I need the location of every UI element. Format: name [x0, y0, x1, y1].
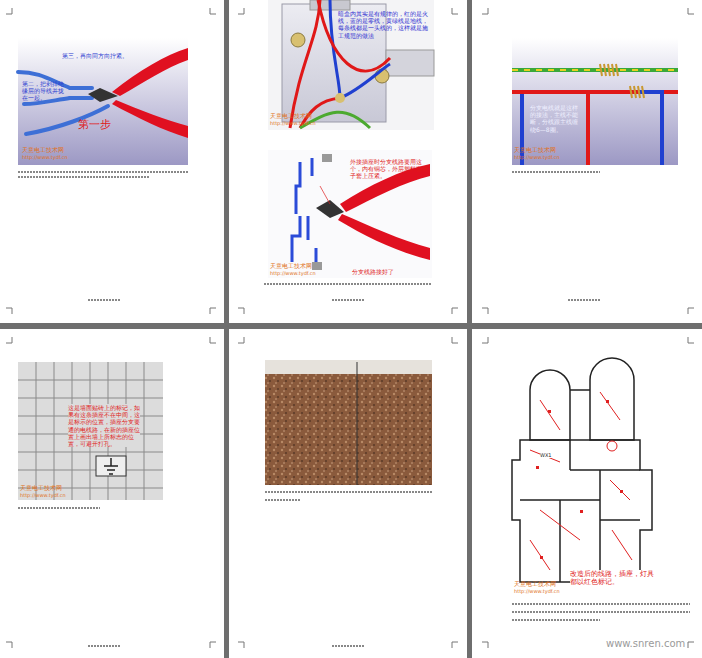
caption-note: 改造后的线路，插座，灯具都以红色标记。 — [570, 570, 660, 587]
room-code: WX1 — [540, 452, 552, 458]
callout-text: 第二，把剥掉绝缘层的导线并拢在一起。 — [22, 80, 68, 102]
watermark-url: http://www.tydf.cn — [270, 270, 316, 276]
site-watermark: www.snren.com — [606, 638, 685, 650]
watermark: 天意电工技术网 — [270, 262, 312, 269]
callout-text: 暗盒内其实是有规律的，红的是火线，蓝的是零线，黄绿线是地线，每条线都是一头线的，… — [338, 10, 430, 39]
watermark-url: http://www.tydf.cn — [22, 154, 68, 160]
step-label: 第一步 — [78, 118, 111, 131]
watermark-url: http://www.tydf.cn — [20, 492, 66, 498]
watermark: 天意电工技术网 — [22, 146, 64, 153]
watermark: 天意电工技术网 — [270, 112, 312, 119]
watermark-url: http://www.tydf.cn — [514, 154, 560, 160]
watermark: 天意电工技术网 — [514, 580, 556, 587]
callout-text: 分支线路接好了 — [352, 268, 422, 275]
watermark: 天意电工技术网 — [20, 484, 62, 491]
watermark-url: http://www.tydf.cn — [514, 588, 560, 594]
callout-text: 外接插座时分支线路要用这个，内有铜芯，外层塑料套筒子套上压紧。 — [350, 158, 430, 180]
callout-text: 这是墙面贴砖上的标记，如果有这条插座不在中间，这是标示的位置，插座分支要通的电线… — [68, 404, 140, 447]
watermark-url: http://www.tydf.cn — [270, 120, 316, 126]
callout-text: 第三，再向同方向拧紧。 — [62, 52, 132, 59]
watermark: 天意电工技术网 — [514, 146, 556, 153]
callout-text: 分支电线就是这样的接法，主线不能断，分线跟主线缠绕6—8圈。 — [530, 104, 582, 133]
